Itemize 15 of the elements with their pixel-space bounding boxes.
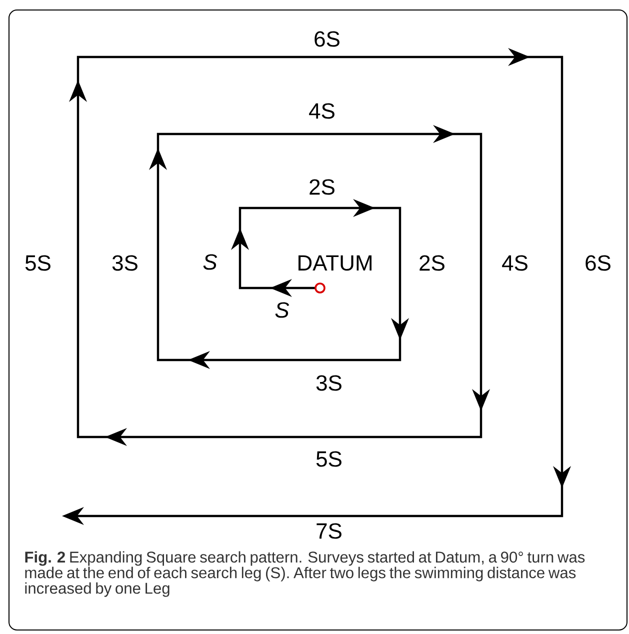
leg-length-label: 7S xyxy=(316,523,342,539)
leg-length-label: 6S xyxy=(586,255,610,271)
leg-length-label: S xyxy=(203,254,218,270)
leg-length-label: 3S xyxy=(316,375,342,391)
leg-length-label: 4S xyxy=(502,255,528,271)
leg-length-label: S xyxy=(275,302,290,318)
leg-length-label: 2S xyxy=(310,179,334,195)
leg-length-label: 5S xyxy=(25,255,50,271)
leg-length-label: 2S xyxy=(420,255,444,271)
figure-caption: Fig. 2 Expanding Square search pattern. Surveys started at Datum, a 90° turn was made at the end of each search leg (S). After two legs the swimming distance was increased by one Leg xyxy=(25,551,585,597)
leg-length-label: 3S xyxy=(112,255,138,271)
datum-label: DATUM xyxy=(298,255,372,271)
leg-length-label: 5S xyxy=(316,451,342,467)
leg-length-label: 4S xyxy=(309,103,334,119)
leg-length-label: 6S xyxy=(314,31,340,47)
